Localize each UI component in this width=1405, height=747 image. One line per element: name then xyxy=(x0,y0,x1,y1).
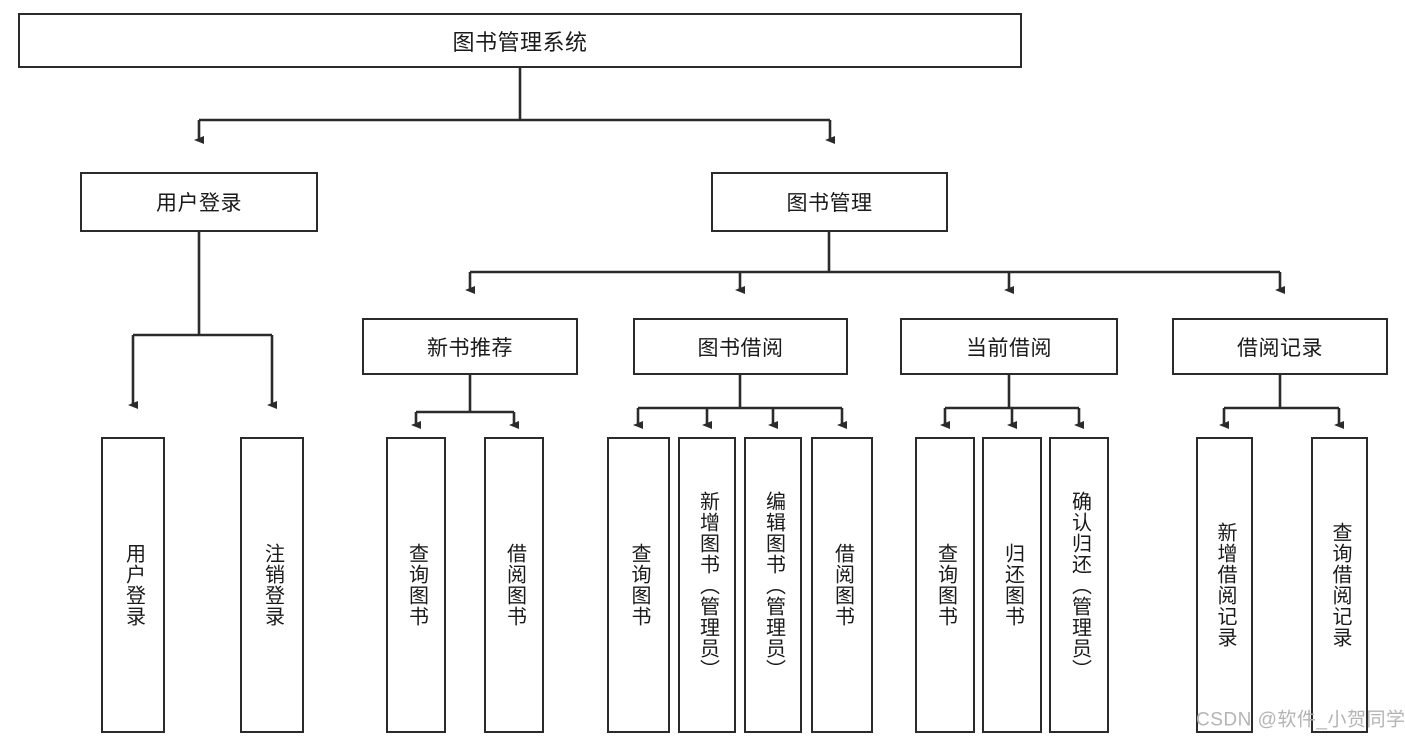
node-leaf-rec-query-record-label: 查询借阅记录 xyxy=(1329,522,1351,648)
node-leaf-user-logout[interactable]: 注销登录 xyxy=(240,437,304,733)
node-leaf-rec-borrow-book[interactable]: 借阅图书 xyxy=(484,437,544,733)
node-leaf-cur-query-book[interactable]: 查询图书 xyxy=(915,437,975,733)
watermark-text: CSDN @软件_小贺同学 xyxy=(1196,709,1405,731)
node-leaf-cur-confirm-return[interactable]: 确认归还（管理员） xyxy=(1049,437,1109,733)
node-leaf-borrow-query-book-label: 查询图书 xyxy=(628,543,650,627)
node-leaf-rec-borrow-book-label: 借阅图书 xyxy=(503,543,526,627)
node-leaf-borrow-query-book[interactable]: 查询图书 xyxy=(607,437,670,733)
node-leaf-cur-confirm-return-label: 确认归还（管理员） xyxy=(1068,490,1091,680)
node-user-login-label: 用户登录 xyxy=(156,192,242,215)
node-borrow-record-label: 借阅记录 xyxy=(1237,336,1323,360)
node-root[interactable]: 图书管理系统 xyxy=(18,13,1022,68)
node-borrow-record[interactable]: 借阅记录 xyxy=(1172,318,1388,375)
node-leaf-borrow-edit-book[interactable]: 编辑图书（管理员） xyxy=(744,437,802,733)
node-current-borrow[interactable]: 当前借阅 xyxy=(900,318,1118,375)
node-leaf-user-login-label: 用户登录 xyxy=(122,543,145,627)
node-leaf-cur-return-book[interactable]: 归还图书 xyxy=(982,437,1042,733)
node-leaf-borrow-add-book-label: 新增图书（管理员） xyxy=(696,490,719,680)
node-leaf-user-logout-label: 注销登录 xyxy=(261,543,284,627)
node-leaf-borrow-edit-book-label: 编辑图书（管理员） xyxy=(762,490,785,680)
node-leaf-rec-query-record[interactable]: 查询借阅记录 xyxy=(1311,437,1368,733)
node-book-manage-label: 图书管理 xyxy=(786,192,873,215)
node-leaf-user-login[interactable]: 用户登录 xyxy=(101,437,165,733)
node-leaf-rec-add-record-label: 新增借阅记录 xyxy=(1214,522,1236,648)
node-current-borrow-label: 当前借阅 xyxy=(966,336,1052,360)
node-new-book-recommend-label: 新书推荐 xyxy=(427,336,513,360)
node-book-borrow[interactable]: 图书借阅 xyxy=(633,318,848,375)
node-user-login[interactable]: 用户登录 xyxy=(80,172,318,232)
node-leaf-rec-query-book-label: 查询图书 xyxy=(405,543,428,627)
node-new-book-recommend[interactable]: 新书推荐 xyxy=(362,318,578,375)
node-leaf-rec-add-record[interactable]: 新增借阅记录 xyxy=(1196,437,1253,733)
node-root-label: 图书管理系统 xyxy=(452,29,588,55)
node-leaf-borrow-borrow-book-label: 借阅图书 xyxy=(831,543,854,627)
node-leaf-cur-query-book-label: 查询图书 xyxy=(934,543,957,627)
node-leaf-rec-query-book[interactable]: 查询图书 xyxy=(386,437,446,733)
node-leaf-borrow-add-book[interactable]: 新增图书（管理员） xyxy=(678,437,736,733)
node-leaf-cur-return-book-label: 归还图书 xyxy=(1001,543,1024,627)
node-leaf-borrow-borrow-book[interactable]: 借阅图书 xyxy=(811,437,873,733)
node-book-manage[interactable]: 图书管理 xyxy=(711,172,948,232)
node-book-borrow-label: 图书借阅 xyxy=(697,336,784,360)
